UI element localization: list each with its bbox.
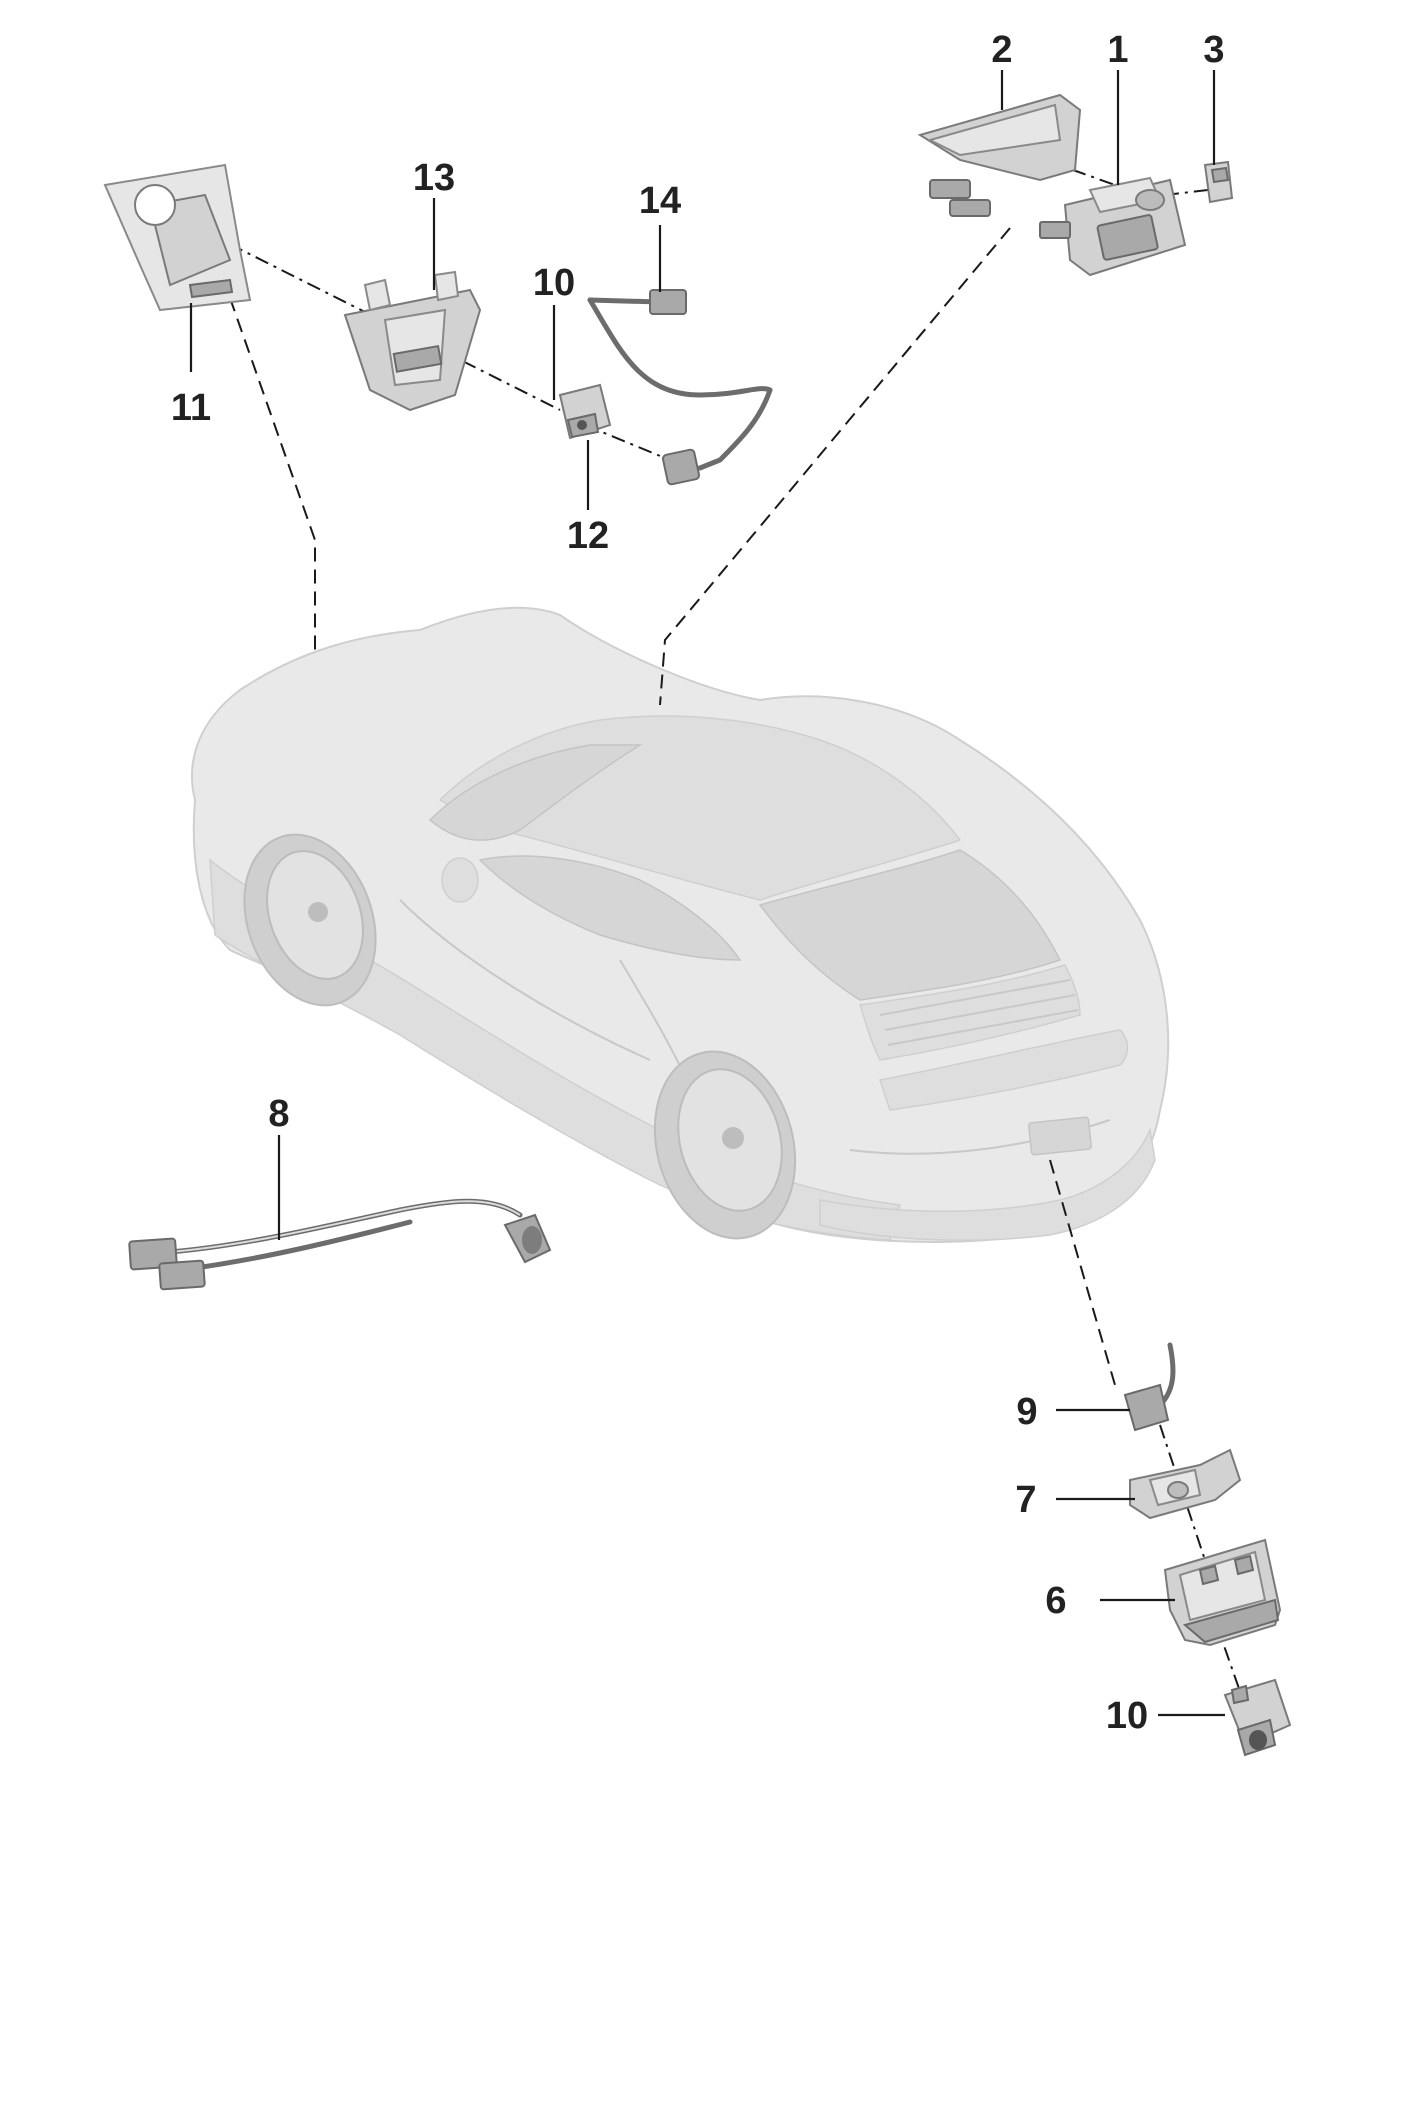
callout-3: 3 [1203,29,1224,71]
callout-11: 11 [171,387,211,429]
part-13-bracket [343,270,482,412]
callout-7: 7 [1015,1479,1036,1521]
callout-14: 14 [639,180,681,222]
part-10-camera-top [558,383,612,440]
part-14-cable [587,289,773,486]
front-wheel [243,833,377,1007]
leader-lines [189,70,1225,1717]
callout-10-bottom: 10 [1106,1695,1148,1737]
part-7-holder [1129,1448,1242,1520]
callout-8: 8 [268,1093,289,1135]
rear-wheel [653,1050,797,1240]
part-1-control-unit [1039,176,1187,277]
callout-6: 6 [1045,1580,1066,1622]
callout-1: 1 [1107,29,1128,71]
callout-2: 2 [991,29,1012,71]
part-10-camera-rear [1223,1678,1292,1757]
part-9-connector [1123,1342,1176,1432]
callout-numbers: 2 1 3 13 14 10 11 12 8 9 7 6 10 [171,29,1225,1737]
part-2-sensor-cover [917,93,1082,217]
part-11-trim-cover [103,163,252,312]
callout-12: 12 [567,515,609,557]
callout-13: 13 [413,157,455,199]
engine-grille [859,964,1081,1061]
callout-9: 9 [1016,1391,1037,1433]
part-3-clip [1203,160,1234,204]
part-8-wiring-harness [128,1198,552,1291]
part-6-camera-housing [1163,1538,1282,1647]
car-illustration [191,606,1170,1243]
callout-10-top: 10 [533,262,575,304]
